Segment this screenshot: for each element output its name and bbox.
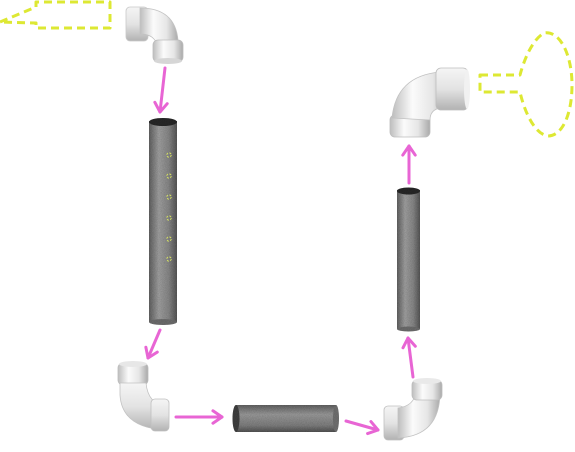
arrow-elbow-to-bottom-pipe [174,409,224,425]
elbow-bottom-left [117,361,170,432]
elbow-top-right [389,67,470,138]
flow-arrows [144,66,417,436]
outlet-outline [478,31,574,138]
inlet-outline [0,0,112,30]
arrow-left-pipe-to-elbow [144,328,162,360]
vertical-pipe-right [397,187,420,332]
vertical-pipe-left [149,118,177,325]
arrow-right-pipe-to-elbow [401,144,417,185]
pipe-hole-markers [166,152,172,262]
elbow-bottom-right [383,378,443,441]
arrow-bottom-pipe-to-elbow [344,419,380,436]
horizontal-pipe-bottom [232,405,339,432]
elbow-top-left [125,6,184,64]
arrow-elbow-to-right-pipe [401,336,417,379]
arrow-elbow-to-left-pipe [153,66,169,114]
